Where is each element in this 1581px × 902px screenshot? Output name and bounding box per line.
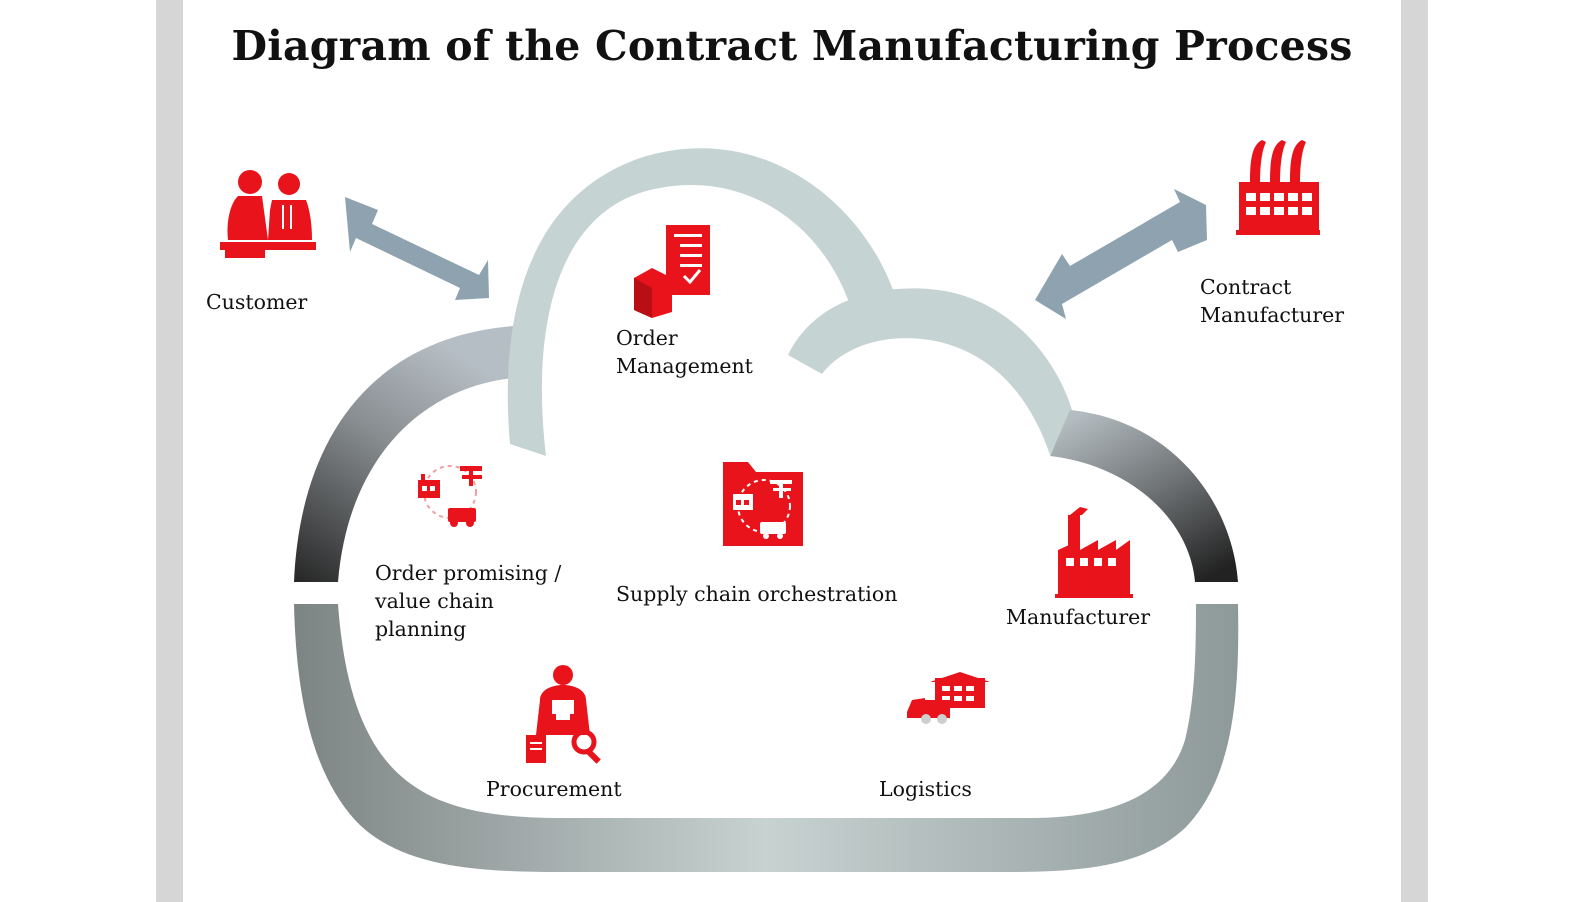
customer-meeting-icon xyxy=(220,170,316,258)
truck-warehouse-icon xyxy=(907,672,990,724)
contract-manufacturer-label: Contract Manufacturer xyxy=(1200,275,1345,327)
order-promising-label: Order promising / value chain planning xyxy=(375,561,562,641)
cloud-bottom-arc xyxy=(294,604,1239,872)
order-document-icon xyxy=(634,225,710,318)
diagram-title: Diagram of the Contract Manufacturing Pr… xyxy=(231,22,1353,70)
supply-chain-orchestration-label: Supply chain orchestration xyxy=(616,582,898,606)
cloud-left-arc xyxy=(294,326,513,582)
cloud-right-lobe xyxy=(788,288,1072,455)
manufacturer-label: Manufacturer xyxy=(1006,605,1151,629)
cloud-outline xyxy=(294,148,1239,872)
order-management-label: Order Management xyxy=(616,326,753,378)
procurement-label: Procurement xyxy=(486,777,622,801)
planning-network-icon xyxy=(418,465,482,527)
cloud-right-arc xyxy=(1050,410,1238,582)
frame-right-bar xyxy=(1401,0,1428,902)
factory-icon xyxy=(1055,507,1133,598)
arrow-contract-manufacturer-cloud xyxy=(1035,189,1207,319)
customer-label: Customer xyxy=(206,290,308,314)
orchestration-folder-icon xyxy=(723,462,803,546)
arrow-customer-cloud xyxy=(345,197,489,300)
frame-left-bar xyxy=(156,0,183,902)
procurement-search-icon xyxy=(526,665,601,764)
cloud-top-lobe xyxy=(507,148,893,456)
factory-chimneys-icon xyxy=(1236,140,1320,235)
logistics-label: Logistics xyxy=(879,777,972,801)
